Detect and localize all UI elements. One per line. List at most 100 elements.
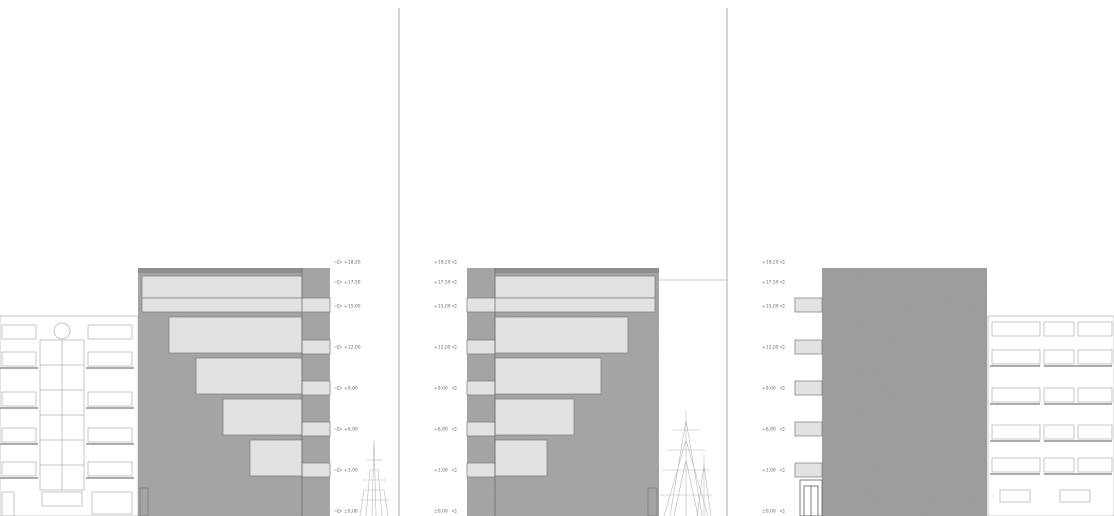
balcony-slab-5 [301, 339, 331, 355]
level-marker: +9,00 [762, 386, 785, 392]
balcony-slab-4 [301, 380, 331, 396]
level-marker-triangle [334, 426, 343, 432]
level-label: +3,00 [762, 468, 776, 474]
balcony-level-3 [494, 398, 575, 436]
left-tower-balconies [141, 275, 331, 478]
level-label: ±0,00 [434, 509, 448, 515]
balcony-slab-5 [466, 339, 496, 355]
balcony-slab-6 [466, 297, 656, 313]
left-tower-parapet [138, 268, 302, 273]
level-marker-triangle [334, 279, 343, 285]
level-marker: +12,00 [762, 345, 785, 351]
level-label: +6,00 [434, 427, 448, 433]
level-label: +9,00 [434, 386, 448, 392]
level-marker: +6,00 [434, 426, 457, 433]
level-marker-triangle [451, 508, 457, 514]
level-marker: +3,00 [334, 468, 358, 474]
level-marker: +3,00 [762, 467, 785, 474]
right-tower-concrete-wall [822, 268, 987, 516]
level-marker: +6,00 [334, 427, 358, 433]
level-label: +3,00 [434, 468, 448, 474]
level-label: +18,20 [344, 260, 361, 266]
level-marker-triangle [451, 344, 457, 350]
level-marker: +17,50 [334, 280, 361, 286]
level-marker: +18,20 [434, 259, 457, 266]
balcony-level-6 [141, 275, 303, 299]
level-marker: +9,00 [334, 386, 358, 392]
level-label: +17,50 [762, 280, 779, 286]
balcony-level-4 [195, 357, 303, 395]
level-marker: +9,00 [434, 385, 457, 392]
level-marker: +18,20 [334, 260, 361, 266]
left-tower [138, 268, 331, 516]
level-marker: +17,50 [434, 279, 457, 286]
level-marker: ±0,00 [762, 509, 785, 515]
level-label: +15,00 [344, 304, 361, 310]
level-marker: +6,00 [762, 426, 785, 433]
middle-tower-entrance [647, 487, 658, 516]
level-label: +6,00 [344, 427, 358, 433]
left-tree [359, 439, 390, 516]
level-marker: +18,20 [762, 259, 785, 266]
level-marker-triangle [334, 385, 343, 391]
level-marker-triangle [334, 344, 343, 350]
balcony-level-5 [494, 316, 629, 354]
right-neighbour-railings [990, 365, 1112, 475]
level-marker-triangle [334, 259, 343, 265]
level-marker: +12,00 [434, 344, 457, 351]
level-marker-triangle [334, 508, 343, 514]
level-marker: +17,50 [762, 279, 785, 286]
level-label: +9,00 [762, 386, 776, 392]
balcony-slab-4 [466, 380, 496, 396]
level-marker-triangle [451, 385, 457, 391]
level-label: +12,00 [762, 345, 779, 351]
level-marker-triangle [779, 259, 785, 265]
level-label: +17,50 [434, 280, 451, 286]
right-tower-entrance [799, 479, 823, 516]
level-marker-triangle [451, 279, 457, 285]
level-marker: ±0,00 [334, 509, 358, 515]
balcony-level-2 [249, 439, 303, 477]
right-neighbour-building [987, 315, 1114, 516]
level-marker: +15,00 [434, 303, 457, 310]
balcony-level-6 [494, 275, 656, 299]
level-marker-triangle [451, 467, 457, 473]
middle-tower-parapet [495, 268, 659, 273]
level-label: +15,00 [762, 304, 779, 310]
level-marker: +12,00 [334, 345, 361, 351]
balcony-slab-2 [301, 462, 331, 478]
left-tower-entrance [139, 487, 149, 516]
level-label: +17,50 [344, 280, 361, 286]
level-label: +15,00 [434, 304, 451, 310]
level-marker-triangle [334, 467, 343, 473]
level-markers: +18,20 +17,50 +15,00 +12,00 +9,00 +6,00 +3,00 ±… [334, 259, 785, 515]
middle-tower [466, 268, 659, 516]
balcony-slab-6 [141, 297, 331, 313]
balcony-level-5 [168, 316, 303, 354]
middle-tower-balconies [466, 275, 656, 478]
balcony-slab-3 [301, 421, 331, 437]
balcony-slab-3 [466, 421, 496, 437]
right-tower [794, 268, 987, 516]
level-marker-triangle [451, 303, 457, 309]
level-label: +18,20 [434, 260, 451, 266]
level-marker-triangle [451, 426, 457, 432]
right-tower-side-slabs [794, 297, 823, 478]
level-marker-triangle [779, 426, 785, 432]
level-marker-triangle [334, 303, 343, 309]
level-marker-triangle [779, 279, 785, 285]
balcony-level-3 [222, 398, 303, 436]
level-label: +6,00 [762, 427, 776, 433]
balcony-slab-2 [466, 462, 496, 478]
balcony-level-2 [494, 439, 548, 477]
level-label: +3,00 [344, 468, 358, 474]
level-label: ±0,00 [344, 509, 358, 515]
middle-tree [660, 410, 712, 516]
level-label: +18,20 [762, 260, 779, 266]
level-marker-triangle [451, 259, 457, 265]
level-marker-triangle [779, 467, 785, 473]
level-marker-triangle [779, 303, 785, 309]
left-neighbour-building [0, 315, 139, 516]
